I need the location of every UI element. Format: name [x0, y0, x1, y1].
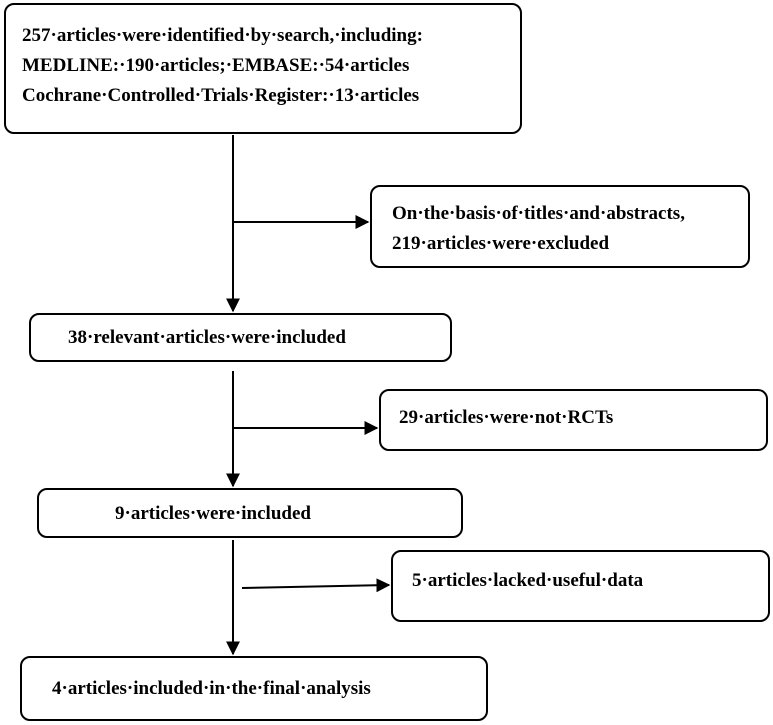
- nine-included-box-text: 9·articles·were·included: [115, 503, 311, 524]
- excluded-titles-line-2: 219·articles·were·excluded: [392, 233, 610, 254]
- lacked-data-box-text: 5·articles·lacked·useful·data: [412, 570, 644, 591]
- box-not-rcts: 29·articles·were·not·RCTs: [379, 389, 768, 451]
- box-relevant-articles-included: 38·relevant·articles·were·included: [29, 313, 452, 362]
- relevant-box-text: 38·relevant·articles·were·included: [68, 327, 346, 348]
- search-box-line-3: Cochrane·Controlled·Trials·Register:·13·…: [22, 85, 420, 106]
- search-box-line-1: 257·articles·were·identified·by·search,·…: [22, 25, 423, 46]
- excluded-titles-line-1: On·the·basis·of·titles·and·abstracts,: [392, 203, 685, 224]
- box-lacked-useful-data: 5·articles·lacked·useful·data: [391, 550, 770, 622]
- box-identified-by-search: 257·articles·were·identified·by·search,·…: [4, 3, 522, 134]
- arrow-to-lacked-data: [241, 578, 391, 593]
- not-rct-box-text: 29·articles·were·not·RCTs: [399, 407, 614, 428]
- box-excluded-by-titles-abstracts: On·the·basis·of·titles·and·abstracts, 21…: [370, 185, 750, 268]
- box-final-analysis: 4·articles·included·in·the·final·analysi…: [20, 656, 488, 721]
- box-nine-articles-included: 9·articles·were·included: [37, 488, 463, 538]
- final-box-text: 4·articles·included·in·the·final·analysi…: [52, 678, 371, 699]
- search-box-line-2: MEDLINE:·190·articles;·EMBASE:·54·articl…: [22, 55, 410, 76]
